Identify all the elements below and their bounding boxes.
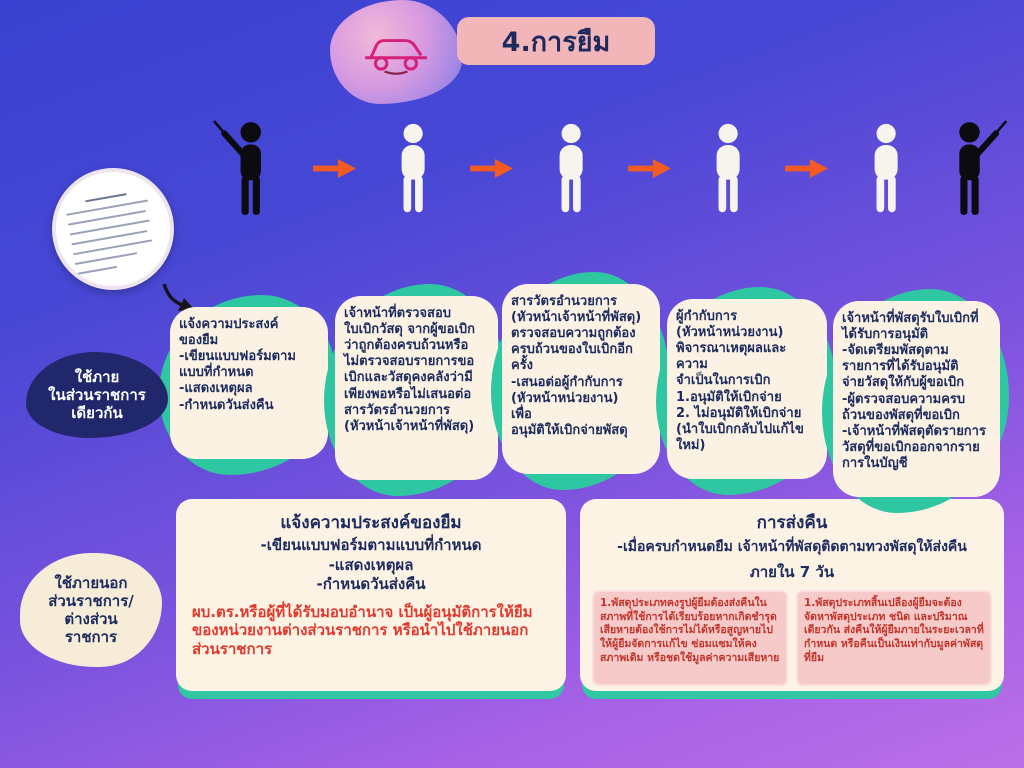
return-panel: การส่งคืน -เมื่อครบกำหนดยืม เจ้าหน้าที่พ… bbox=[580, 499, 1004, 691]
step-1-bubble: แจ้งความประสงค์ ของยืม -เขียนแบบฟอร์มตาม… bbox=[159, 295, 337, 475]
return-note-durable: 1.พัสดุประเภทคงรูปผู้ยืมต้องส่งคืนในสภาพ… bbox=[592, 590, 788, 686]
step-4-text: ผู้กำกับการ (หัวหน้าหน่วยงาน) พิจารณาเหต… bbox=[667, 299, 827, 479]
return-deadline: ภายใน 7 วัน bbox=[749, 563, 835, 581]
borrow-request-note: ผบ.ตร.หรือผู้ที่ได้รับมอบอำนาจ เป็นผู้อน… bbox=[192, 602, 533, 659]
flow-arrow-icon bbox=[470, 158, 514, 183]
return-note-consumable: 1.พัสดุประเภทสิ้นเปลืองผู้ยืมจะต้องจัดหา… bbox=[796, 590, 992, 686]
step-1-text: แจ้งความประสงค์ ของยืม -เขียนแบบฟอร์มตาม… bbox=[170, 307, 328, 459]
document-icon bbox=[52, 168, 174, 290]
person-icon bbox=[707, 122, 749, 218]
borrow-request-lines: -เขียนแบบฟอร์มตามแบบที่กำหนด -แสดงเหตุผล… bbox=[260, 536, 482, 593]
flow-arrow-icon bbox=[627, 158, 672, 183]
step-2-text: เจ้าหน้าที่ตรวจสอบ ใบเบิกวัสดุ จากผู้ขอเ… bbox=[335, 296, 498, 480]
person-icon bbox=[865, 122, 907, 218]
person-icon bbox=[550, 122, 592, 218]
process-flow-row bbox=[212, 116, 1008, 224]
presenter-icon bbox=[212, 119, 277, 221]
person-icon bbox=[392, 122, 434, 218]
step-4-bubble: ผู้กำกับการ (หัวหน้าหน่วยงาน) พิจารณาเหต… bbox=[656, 287, 836, 495]
step-3-bubble: สารวัตรอำนวยการ (หัวหน้าเจ้าหน้าที่พัสดุ… bbox=[491, 272, 669, 490]
document-lines bbox=[61, 181, 165, 283]
step-5-bubble: เจ้าหน้าที่พัสดุรับใบเบิกที่ ได้รับการอน… bbox=[822, 289, 1009, 513]
step-5-text: เจ้าหน้าที่พัสดุรับใบเบิกที่ ได้รับการอน… bbox=[833, 301, 1000, 497]
watercolor-splash bbox=[330, 0, 462, 104]
presenter-icon bbox=[943, 119, 1008, 221]
flow-arrow-icon bbox=[312, 158, 357, 183]
page-title: 4.การยืม bbox=[457, 17, 655, 65]
borrow-request-title: แจ้งความประสงค์ของยืม bbox=[280, 513, 462, 533]
flow-arrow-icon bbox=[785, 158, 829, 183]
return-title: การส่งคืน bbox=[756, 513, 828, 533]
step-3-text: สารวัตรอำนวยการ (หัวหน้าเจ้าหน้าที่พัสดุ… bbox=[502, 284, 660, 474]
label-internal-use: ใช้ภาย ในส่วนราชการ เดียวกัน bbox=[26, 352, 168, 438]
return-lead: -เมื่อครบกำหนดยืม เจ้าหน้าที่พัสดุติดตาม… bbox=[617, 539, 967, 555]
borrow-request-panel: แจ้งความประสงค์ของยืม -เขียนแบบฟอร์มตามแ… bbox=[176, 499, 566, 691]
step-2-bubble: เจ้าหน้าที่ตรวจสอบ ใบเบิกวัสดุ จากผู้ขอเ… bbox=[324, 284, 507, 496]
label-external-use: ใช้ภายนอก ส่วนราชการ/ ต่างส่วน ราชการ bbox=[20, 553, 162, 667]
return-notes-row: 1.พัสดุประเภทคงรูปผู้ยืมต้องส่งคืนในสภาพ… bbox=[592, 590, 992, 686]
car-icon bbox=[365, 39, 427, 75]
